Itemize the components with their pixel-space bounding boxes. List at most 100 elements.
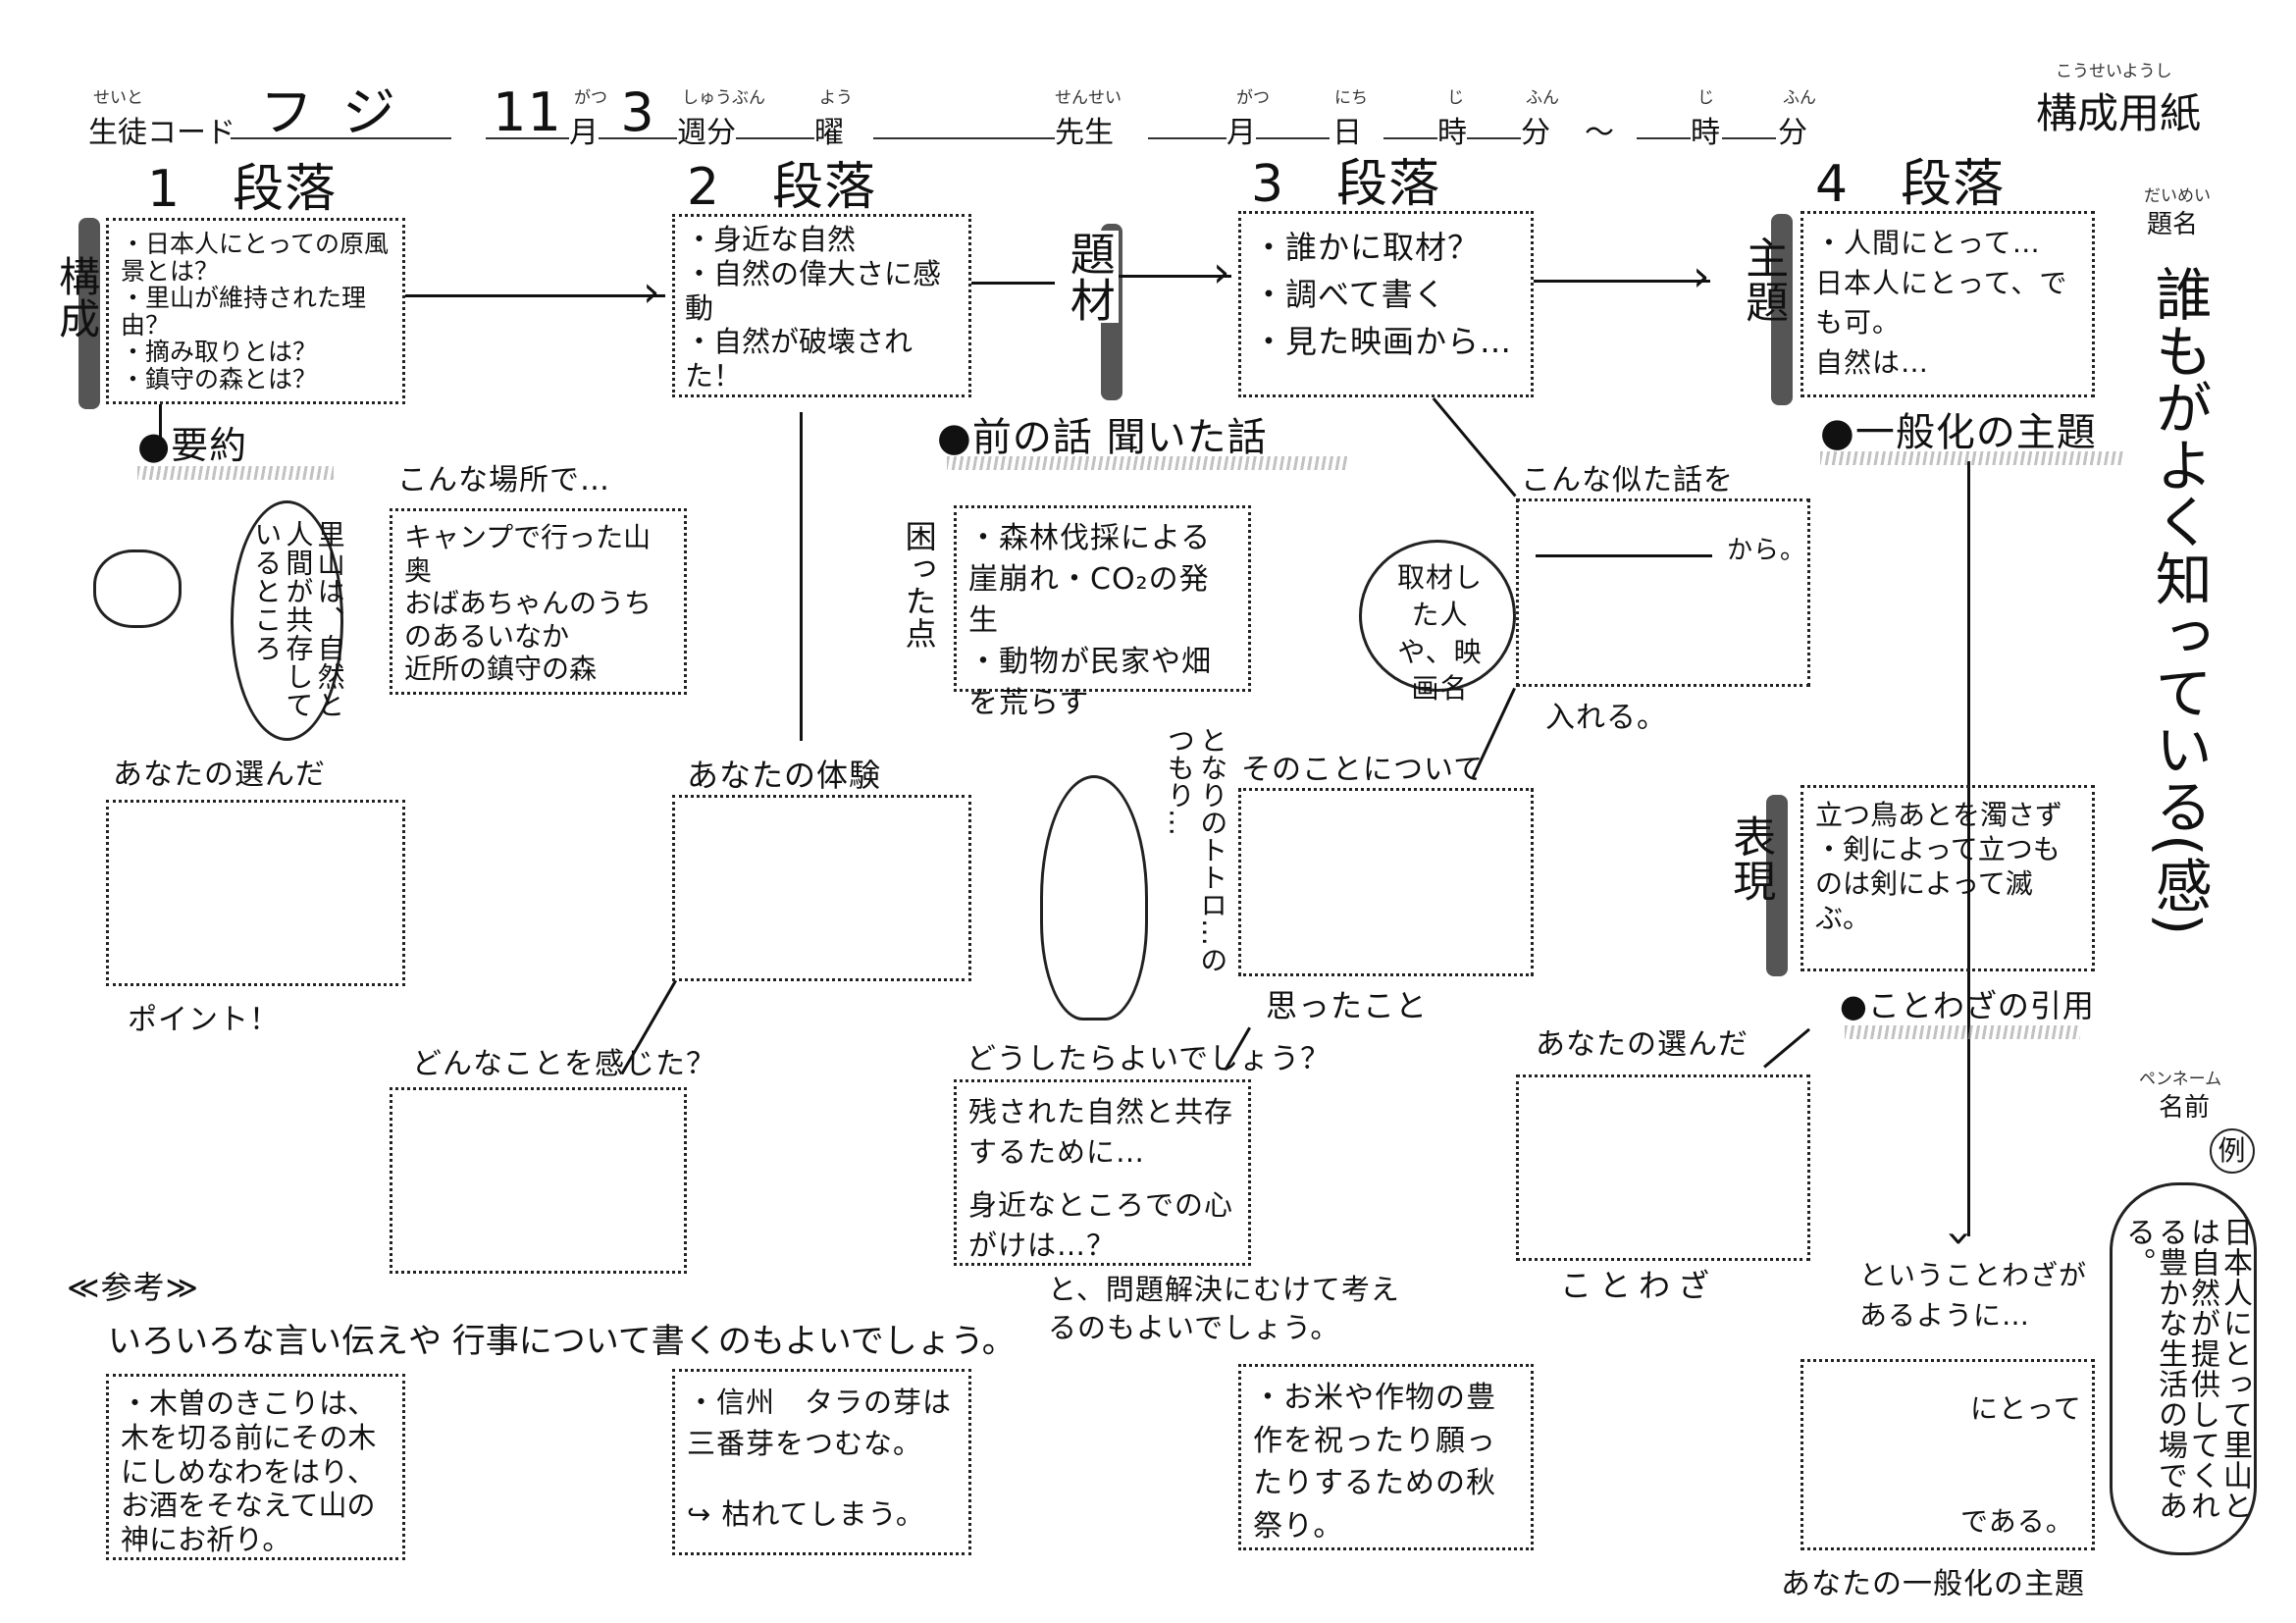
example-mark: 例: [2210, 1128, 2255, 1174]
arrow-line: [971, 282, 1055, 285]
arrow-line: [405, 294, 665, 297]
general-theme-label: ●一般化の主題: [1820, 410, 2097, 455]
highlight-scribble: [137, 466, 334, 480]
arrow-right-icon: ›: [1213, 247, 1230, 297]
highlight-bar: [78, 218, 100, 409]
minute2-label: 分: [1778, 116, 1807, 150]
list-item: ・動物が民家や畑を荒らす: [968, 645, 1212, 720]
list-item: ↪ 枯れてしまう。: [687, 1497, 925, 1532]
list-item: ・お米や作物の豊作を祝ったり願ったりするための秋祭り。: [1253, 1381, 1496, 1544]
list-item: ・自然が破壊された！: [685, 325, 913, 393]
chosen-box[interactable]: [106, 800, 405, 986]
teacher-field[interactable]: [873, 108, 1055, 139]
felt-box[interactable]: [390, 1087, 687, 1274]
paragraph-2-box[interactable]: ・身近な自然 ・自然の偉大さに感動 ・自然が破壊された！: [672, 214, 971, 397]
highlight-scribble: [1820, 451, 2124, 465]
summary-bubble-text: 里山は、自然と人間が共存しているところ: [250, 520, 346, 719]
date-month-label: 月: [1226, 116, 1256, 150]
arrow-line: [1119, 275, 1231, 278]
label-theme: 主題: [1738, 236, 1789, 324]
reference-box-3[interactable]: ・お米や作物の豊作を祝ったり願ったりするための秋祭り。: [1238, 1364, 1534, 1550]
label-structure: 構成: [52, 255, 101, 340]
list-item: ・信州 タラの芽は三番芽をつむな。: [687, 1386, 953, 1461]
experience-label: あなたの体験: [687, 757, 882, 794]
connector-line: [1763, 1027, 1810, 1069]
list-item: ・鎮守の森とは？: [121, 364, 318, 393]
weekday-field[interactable]: [736, 108, 814, 139]
date-day-field[interactable]: [1256, 108, 1330, 139]
connector-line: [800, 412, 803, 741]
example-bubble: [2110, 1182, 2257, 1555]
expression-box[interactable]: 立つ鳥あとを濁さず ・剣によって立つものは剣によって滅ぶ。: [1800, 785, 2095, 971]
totoro-caption: となりのトトロ…のつもり…: [1163, 726, 1229, 973]
month-field[interactable]: 11: [486, 79, 569, 143]
general-theme-caption: あなたの一般化の主題: [1781, 1567, 2085, 1601]
label-material: 題材: [1060, 231, 1119, 323]
minute2-field[interactable]: [1722, 108, 1776, 139]
list-item: ・剣によって立つものは剣によって滅ぶ。: [1815, 833, 2061, 934]
list-item: ・摘み取りとは？: [121, 338, 318, 366]
ruby: せいと: [93, 88, 143, 108]
title-ruby: だいめい: [2144, 186, 2211, 206]
example-text: 日本人にとって里山とは自然が提供してくれる豊かな生活の場である。: [2120, 1217, 2252, 1521]
paragraph-3-box[interactable]: ・誰かに取材？ ・調べて書く ・見た映画から…: [1238, 211, 1534, 397]
insert-text: 入れる。: [1545, 701, 1667, 735]
for-text: にとって: [1970, 1392, 2082, 1425]
student-code-label: 生徒コード: [88, 116, 235, 150]
student-code-field[interactable]: フジ: [231, 79, 451, 143]
solve-text: と、問題解決にむけて考えるのもよいでしょう。: [1048, 1273, 1400, 1345]
list-item: ・里山が維持された理由？: [121, 284, 367, 340]
similar-bubble-text: 取材した人や、映画名: [1396, 561, 1483, 706]
highlight-scribble: [947, 456, 1349, 470]
list-item: ・誰かに取材？: [1253, 229, 1481, 266]
similar-label: こんな似た話を: [1521, 463, 1734, 497]
chosen-label-2: あなたの選んだ: [1536, 1027, 1748, 1062]
ruby: ふん: [1526, 88, 1559, 108]
list-item: ・人間にとって…: [1815, 227, 2041, 259]
date-month-field[interactable]: [1148, 108, 1226, 139]
similar-box[interactable]: [1516, 498, 1810, 687]
ruby: しゅうぶん: [682, 88, 765, 108]
about-box[interactable]: [1238, 788, 1534, 976]
speech-bubble: [1359, 540, 1516, 692]
highlight-bar: [1771, 214, 1793, 405]
bear-drawing: [93, 550, 182, 628]
week-field[interactable]: 3: [599, 79, 677, 143]
reference-box-2[interactable]: ・信州 タラの芽は三番芽をつむな。 ↪ 枯れてしまう。: [672, 1369, 971, 1555]
hour2-field[interactable]: [1637, 108, 1691, 139]
list-item: ・森林伐採による崖崩れ・CO₂の発生: [968, 521, 1212, 638]
list-item: 残された自然と共存するために…: [968, 1095, 1234, 1169]
experience-box[interactable]: [672, 795, 971, 981]
is-text: である。: [1960, 1505, 2074, 1538]
list-item: 自然は…: [1815, 345, 1930, 379]
minute-field[interactable]: [1467, 108, 1521, 139]
ruby: がつ: [574, 88, 607, 108]
thought-label: 思ったこと: [1266, 987, 1429, 1024]
title-label: 題名: [2147, 210, 2199, 239]
arrow-right-icon: ›: [643, 267, 660, 317]
teacher-label: 先生: [1055, 116, 1114, 150]
paragraph-4-box[interactable]: ・人間にとって… 日本人にとって、でも可。 自然は…: [1800, 211, 2095, 397]
list-item: ・日本人にとっての原風景とは？: [121, 230, 390, 286]
from-text: から。: [1727, 536, 1807, 565]
hour-field[interactable]: [1383, 108, 1437, 139]
general-theme-box[interactable]: にとって である。: [1800, 1359, 2095, 1550]
ruby: じ: [1447, 88, 1464, 108]
reference-box-1[interactable]: ・木曽のきこりは、木を切る前にその木にしめなわをはり、お酒をそなえて山の神にお祈…: [106, 1374, 405, 1560]
chosen-proverb-box[interactable]: [1516, 1074, 1810, 1261]
list-item: ・自然の偉大さに感動: [685, 256, 942, 325]
weekday-label: 曜: [814, 116, 844, 150]
fill-line: [1536, 554, 1712, 557]
minute-label: 分: [1521, 116, 1550, 150]
arrow-down-icon: ›: [1934, 1230, 1985, 1247]
list-item: おばあちゃんのうちのあるいなか: [404, 587, 652, 653]
pen-ruby: ペンネーム: [2139, 1070, 2222, 1089]
speech-bubble: [231, 500, 343, 741]
what-to-do-box[interactable]: 残された自然と共存するために… 身近なところでの心がけは…？: [954, 1079, 1251, 1266]
felt-label: どんなことを感じた？: [412, 1047, 716, 1081]
paragraph-1-box[interactable]: ・日本人にとっての原風景とは？ ・里山が維持された理由？ ・摘み取りとは？ ・鎮…: [106, 218, 405, 404]
title-value[interactable]: 誰もがよく知っている(感): [2145, 265, 2213, 936]
story-box[interactable]: ・森林伐採による崖崩れ・CO₂の発生 ・動物が民家や畑を荒らす: [954, 505, 1251, 720]
place-box[interactable]: キャンプで行った山奥 おばあちゃんのうちのあるいなか 近所の鎮守の森: [390, 508, 687, 695]
tilde: ～: [1585, 116, 1614, 150]
